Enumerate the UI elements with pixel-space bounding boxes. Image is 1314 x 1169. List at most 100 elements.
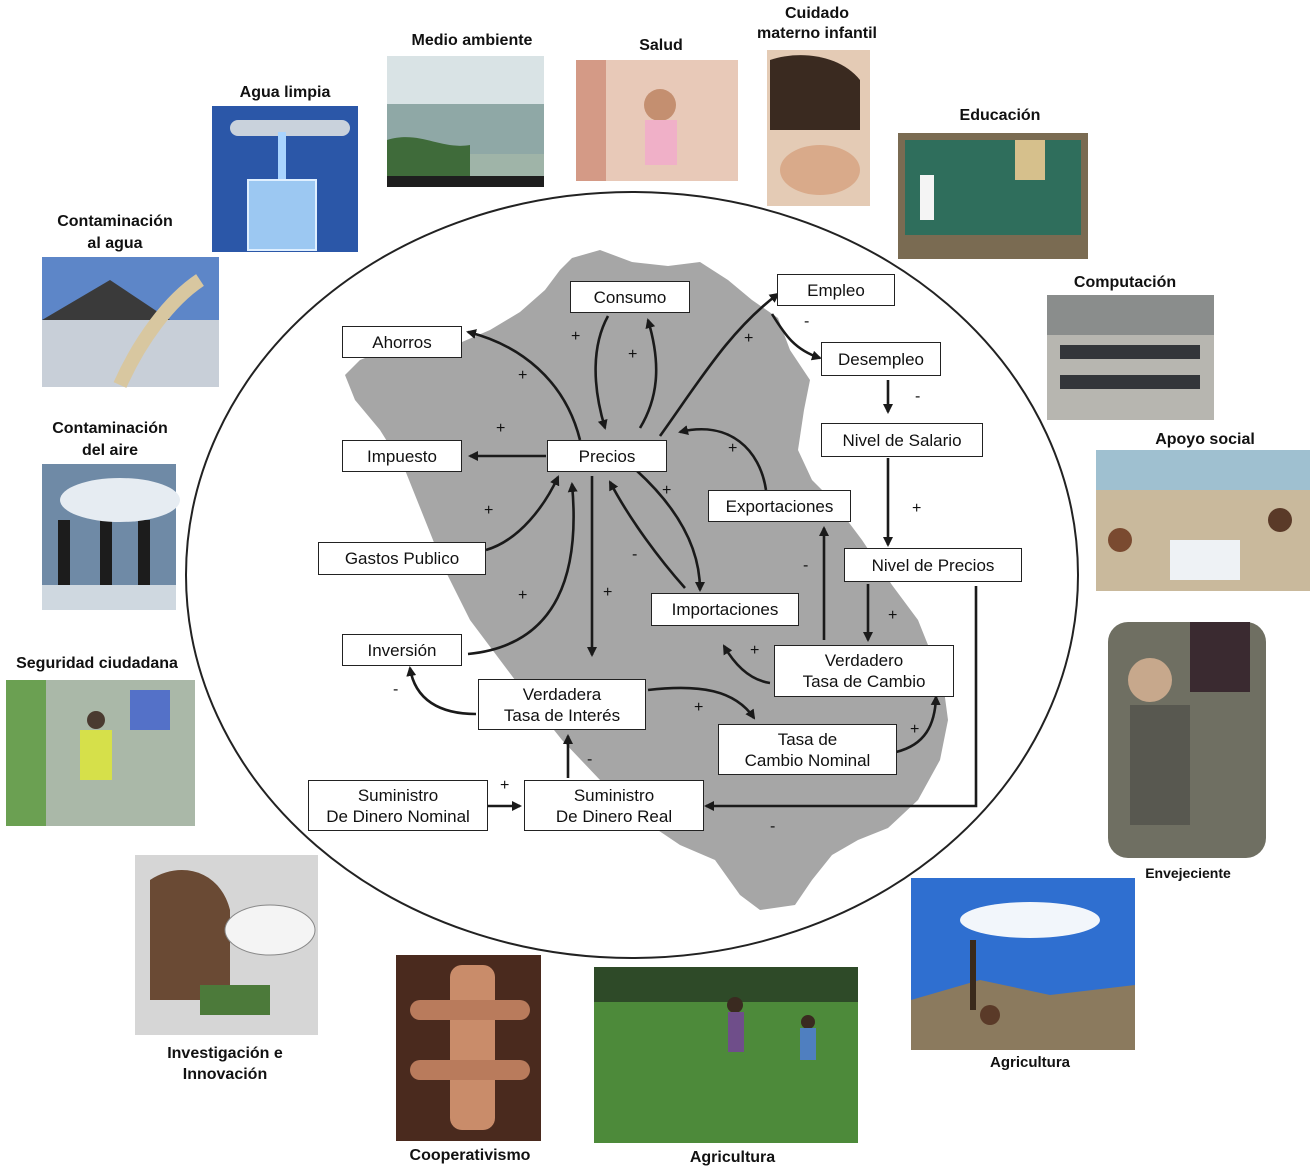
label-investigacion-line1: Investigación e xyxy=(167,1045,283,1062)
photo-agricultura-bottom xyxy=(594,967,858,1143)
label-cuidado-materno: Cuidado materno infantil xyxy=(745,4,889,44)
sign-minus: - xyxy=(803,557,809,574)
node-sum-real-line1: Suministro xyxy=(573,785,655,805)
label-investigacion: Investigación e Innovación xyxy=(140,1043,310,1085)
photo-seguridad xyxy=(6,680,195,826)
photo-computacion xyxy=(1047,295,1214,420)
node-nivel-precios: Nivel de Precios xyxy=(844,548,1022,582)
node-impuesto: Impuesto xyxy=(342,440,462,472)
sign-plus: + xyxy=(496,420,506,437)
label-envejeciente: Envejeciente xyxy=(1145,865,1231,881)
photo-envejeciente xyxy=(1108,622,1266,858)
arrow-precios-consumo xyxy=(638,318,658,429)
node-consumo-label: Consumo xyxy=(593,287,667,307)
photo-agricultura-right xyxy=(911,878,1135,1050)
node-exportaciones-label: Exportaciones xyxy=(725,496,834,516)
node-precios-label: Precios xyxy=(578,446,636,466)
label-agricultura-bottom: Agricultura xyxy=(689,1149,776,1166)
label-cuidado-line1: Cuidado xyxy=(785,5,849,22)
node-ahorros-label: Ahorros xyxy=(372,332,432,352)
node-inversion-label: Inversión xyxy=(367,640,437,660)
sign-plus: + xyxy=(628,346,638,363)
sign-plus: + xyxy=(484,502,494,519)
arrow-importaciones-precios xyxy=(608,480,686,589)
label-contaminacion-agua-line1: Contaminación xyxy=(57,213,173,230)
sign-plus: + xyxy=(912,500,922,517)
node-exportaciones: Exportaciones xyxy=(708,490,851,522)
arrow-precios-ahorros xyxy=(466,329,582,441)
node-importaciones: Importaciones xyxy=(651,593,799,626)
sign-minus: - xyxy=(587,751,593,768)
node-verdadero-tasa-cambio: Verdadero Tasa de Cambio xyxy=(774,645,954,697)
node-sum-real-line2: De Dinero Real xyxy=(555,806,673,826)
node-precios: Precios xyxy=(547,440,667,472)
node-verdadera-tasa-interes: Verdadera Tasa de Interés xyxy=(478,679,646,730)
node-sum-nominal-line1: Suministro xyxy=(357,785,439,805)
sign-minus: - xyxy=(804,313,810,330)
node-suministro-nominal: Suministro De Dinero Nominal xyxy=(308,780,488,831)
photo-contaminacion-agua xyxy=(42,257,219,388)
label-seguridad: Seguridad ciudadana xyxy=(16,655,178,672)
arrow-tasanominal-verdaderotc xyxy=(895,695,941,754)
arrow-gastos-precios xyxy=(485,475,560,552)
node-impuesto-label: Impuesto xyxy=(367,446,437,466)
label-salud: Salud xyxy=(639,37,683,54)
sign-plus: + xyxy=(744,330,754,347)
node-inversion: Inversión xyxy=(342,634,462,666)
label-contaminacion-aire: Contaminación del aire xyxy=(25,418,195,462)
label-contaminacion-aire-line2: del aire xyxy=(81,442,139,459)
label-agua-limpia: Agua limpia xyxy=(239,84,331,101)
node-verdadero-tc-line1: Verdadero xyxy=(824,651,904,670)
photo-cooperativismo xyxy=(396,955,541,1141)
sign-plus: + xyxy=(750,642,760,659)
node-sum-nominal-line2: De Dinero Nominal xyxy=(326,806,470,826)
label-contaminacion-agua-line2: al agua xyxy=(87,235,143,252)
node-nivel-salario: Nivel de Salario xyxy=(821,423,983,457)
label-agricultura-right: Agricultura xyxy=(989,1054,1070,1071)
arrow-empleo-desempleo xyxy=(770,313,822,361)
arrow-verdaderotc-importaciones xyxy=(722,644,771,685)
photo-investigacion xyxy=(135,855,318,1035)
node-suministro-real: Suministro De Dinero Real xyxy=(524,780,704,831)
node-verdadera-ti-line1: Verdadera xyxy=(522,684,602,704)
node-tasa-cambio-nominal: Tasa de Cambio Nominal xyxy=(718,724,897,775)
sign-plus: + xyxy=(518,587,528,604)
node-tasa-nominal-line2: Cambio Nominal xyxy=(744,750,871,770)
photo-agua-limpia xyxy=(212,106,358,252)
node-ahorros: Ahorros xyxy=(342,326,462,358)
label-apoyo-social: Apoyo social xyxy=(1155,431,1255,448)
label-computacion: Computación xyxy=(1073,274,1177,291)
arrow-inversion-precios xyxy=(467,482,578,656)
photo-cuidado-materno xyxy=(767,50,870,206)
sign-plus: + xyxy=(888,607,898,624)
label-cooperativismo: Cooperativismo xyxy=(409,1147,531,1164)
sign-minus: - xyxy=(915,388,921,405)
label-educacion: Educación xyxy=(959,107,1041,124)
node-desempleo: Desempleo xyxy=(821,342,941,376)
node-verdadera-ti-line2: Tasa de Interés xyxy=(503,705,621,725)
photo-salud xyxy=(576,60,738,181)
node-tasa-nominal-line1: Tasa de xyxy=(777,729,838,749)
arrow-precios-empleo xyxy=(658,292,780,437)
label-investigacion-line2: Innovación xyxy=(182,1066,268,1083)
node-gastos-publico-label: Gastos Publico xyxy=(344,549,460,568)
label-cuidado-line2: materno infantil xyxy=(756,25,877,42)
photo-medio-ambiente xyxy=(387,56,544,187)
arrow-verdaderati-tasanominal xyxy=(647,686,756,720)
sign-minus: - xyxy=(770,818,776,835)
node-desempleo-label: Desempleo xyxy=(838,349,924,369)
node-importaciones-label: Importaciones xyxy=(671,600,779,619)
sign-plus: + xyxy=(603,584,613,601)
node-nivel-salario-label: Nivel de Salario xyxy=(842,430,962,450)
photo-educacion xyxy=(898,133,1088,259)
node-empleo: Empleo xyxy=(777,274,895,306)
node-verdadero-tc-line2: Tasa de Cambio xyxy=(802,672,926,691)
sign-plus: + xyxy=(571,328,581,345)
node-nivel-precios-label: Nivel de Precios xyxy=(871,555,995,575)
photo-contaminacion-aire xyxy=(42,464,180,610)
arrow-consumo-precios xyxy=(594,315,610,430)
sign-plus: + xyxy=(694,699,704,716)
node-consumo: Consumo xyxy=(570,281,690,313)
sign-minus: - xyxy=(632,546,638,563)
